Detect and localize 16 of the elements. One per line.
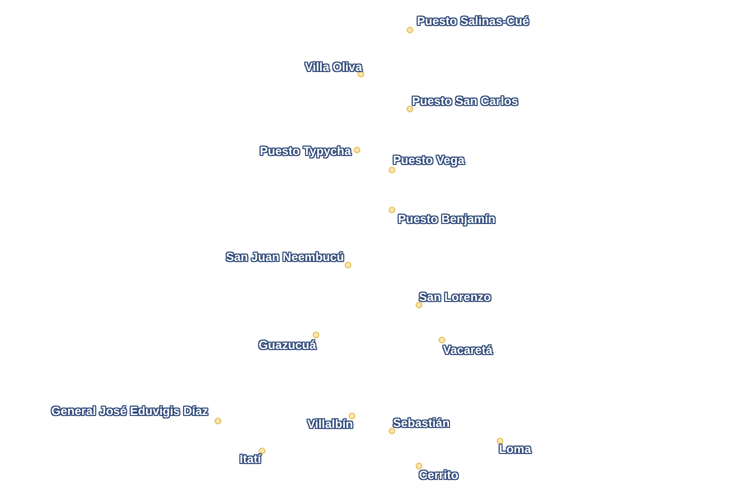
place-name: Puesto Benjamín bbox=[398, 212, 496, 226]
place-name: Itatí bbox=[240, 452, 261, 466]
place-name: Sebastián bbox=[393, 416, 450, 430]
place-name: San Juan Neembucú bbox=[226, 250, 344, 264]
place-name: Villa Oliva bbox=[304, 60, 362, 74]
place-name: Guazucuá bbox=[258, 338, 316, 352]
place-name: Villalbín bbox=[307, 417, 353, 431]
place-name: Puesto Salinas-Cué bbox=[417, 14, 530, 28]
place-name: Cerrito bbox=[419, 468, 458, 482]
place-name: Puesto Vega bbox=[393, 153, 464, 167]
place-name: Loma bbox=[499, 442, 532, 456]
place-name: Vacaretá bbox=[443, 343, 492, 357]
place-name: Puesto Typycha bbox=[260, 144, 351, 158]
place-name: San Lorenzo bbox=[419, 290, 492, 304]
place-name: General José Eduvigis Díaz bbox=[51, 404, 208, 418]
place-name: Puesto San Carlos bbox=[412, 94, 518, 108]
